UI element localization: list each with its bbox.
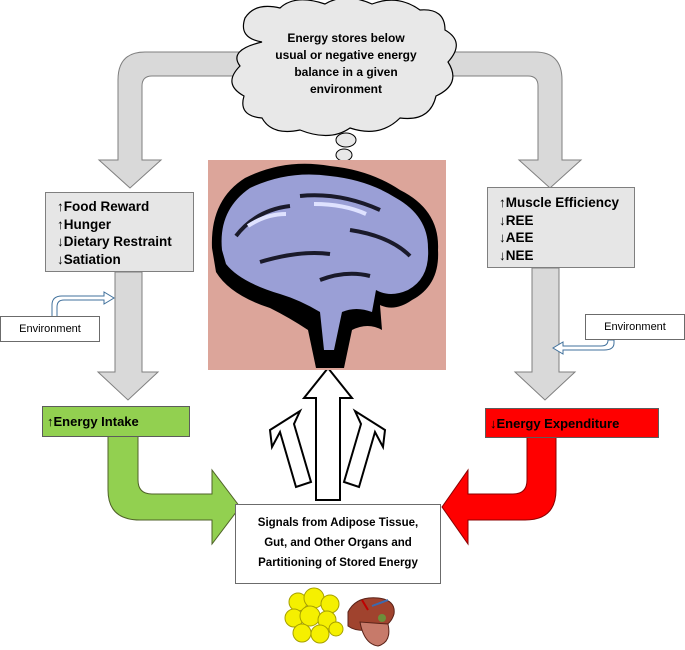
- expenditure-effect-item: ↓NEE: [499, 247, 534, 263]
- environment-box-left: Environment: [0, 316, 100, 342]
- expenditure-curved-arrow: [441, 435, 557, 546]
- curved-arrow-right: [439, 51, 583, 189]
- thought-bubble-medium: [335, 148, 353, 162]
- expenditure-effect-item: ↑Muscle Efficiency: [499, 195, 620, 210]
- signals-line: Partitioning of Stored Energy: [258, 557, 418, 569]
- environment-box-right: Environment: [585, 314, 685, 340]
- intake-effect-item: ↑Hunger: [57, 216, 111, 232]
- intake-effect-item: ↑Food Reward: [57, 199, 150, 214]
- expenditure-effect-item: ↓REE: [499, 212, 534, 228]
- expenditure-effects-box: ↑Muscle Efficiency ↓REE ↓AEE ↓NEE: [487, 187, 635, 268]
- cloud-line: usual or negative energy: [275, 48, 417, 62]
- expenditure-effect-item: ↓AEE: [499, 230, 534, 245]
- environment-arrow-left: [51, 291, 115, 319]
- cloud-line: Energy stores below: [287, 31, 405, 45]
- cloud-text: Energy stores below usual or negative en…: [262, 30, 430, 98]
- thought-cloud: [231, 0, 457, 137]
- intake-effects-box: ↑Food Reward ↑Hunger ↓Dietary Restraint …: [45, 192, 194, 272]
- intake-effect-item: ↓Dietary Restraint: [57, 234, 172, 249]
- adipose-tissue-icon: [284, 587, 344, 644]
- down-arrow-intake: [96, 271, 160, 401]
- cloud-line: balance in a given: [294, 65, 398, 79]
- energy-intake-box: ↑Energy Intake: [42, 406, 190, 437]
- down-arrow-expenditure: [513, 267, 577, 401]
- organs-icon: [347, 597, 395, 647]
- signals-line: Gut, and Other Organs and: [264, 537, 412, 549]
- environment-arrow-right: [552, 339, 615, 355]
- curved-arrow-left: [97, 51, 251, 189]
- brain-illustration: [208, 160, 446, 370]
- signal-arrow-center: [301, 366, 355, 501]
- signals-line: Signals from Adipose Tissue,: [257, 517, 419, 529]
- signal-arrow-right: [342, 408, 387, 489]
- energy-expenditure-box: ↓Energy Expenditure: [485, 408, 659, 438]
- thought-bubble-large: [335, 132, 357, 148]
- cloud-line: environment: [309, 82, 382, 96]
- intake-curved-arrow: [107, 435, 241, 546]
- signals-box: Signals from Adipose Tissue, Gut, and Ot…: [235, 504, 441, 584]
- intake-effect-item: ↓Satiation: [57, 251, 121, 267]
- signal-arrow-left: [268, 408, 313, 489]
